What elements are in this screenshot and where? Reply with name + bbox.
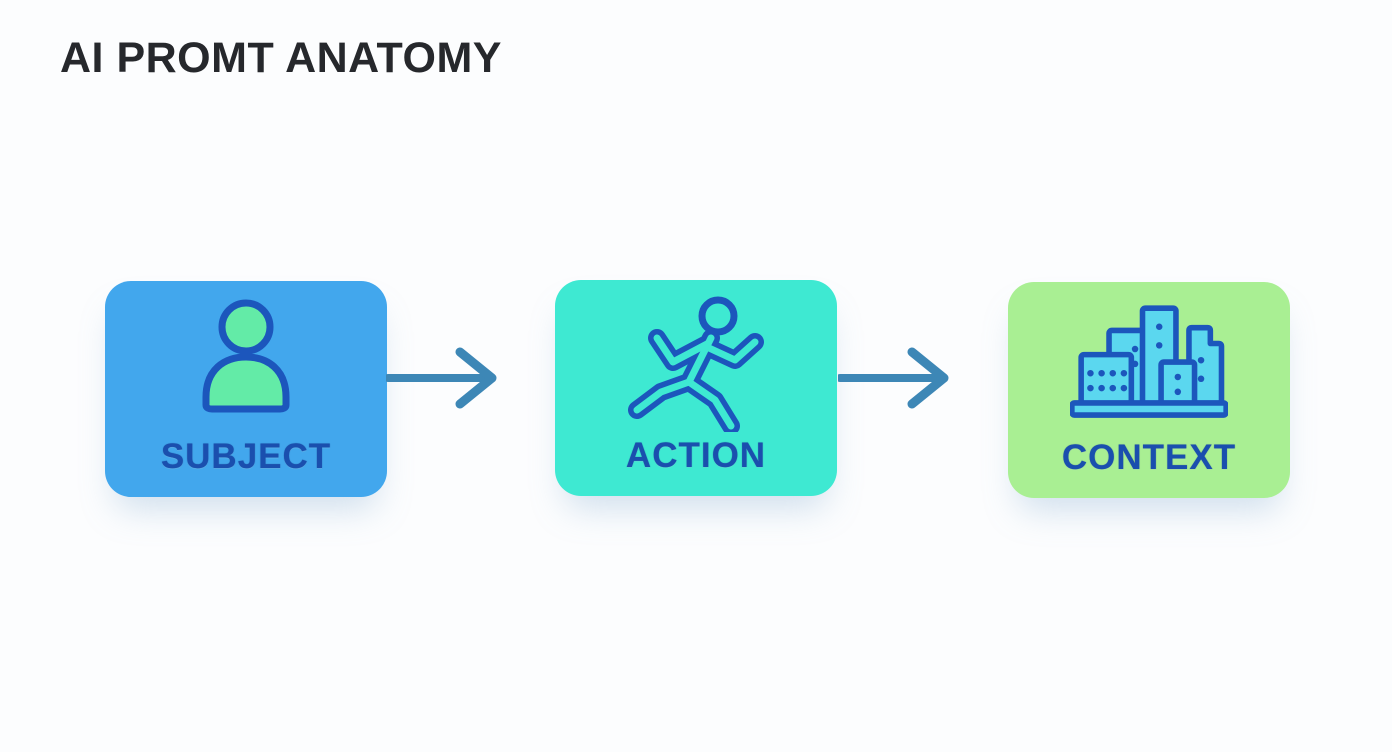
running-person-icon (621, 292, 771, 437)
step-label-context: CONTEXT (1061, 438, 1237, 477)
arrow-right-icon (384, 343, 518, 418)
step-label-action: ACTION (625, 436, 767, 475)
step-box-action: ACTION (555, 280, 837, 496)
step-box-subject: SUBJECT (105, 281, 387, 497)
step-label-subject: SUBJECT (160, 437, 332, 476)
arrow-right-icon (836, 343, 970, 418)
page-title: AI PROMT ANATOMY (60, 34, 502, 82)
person-icon (194, 297, 298, 418)
city-buildings-icon (1069, 304, 1229, 427)
step-box-context: CONTEXT (1008, 282, 1290, 498)
